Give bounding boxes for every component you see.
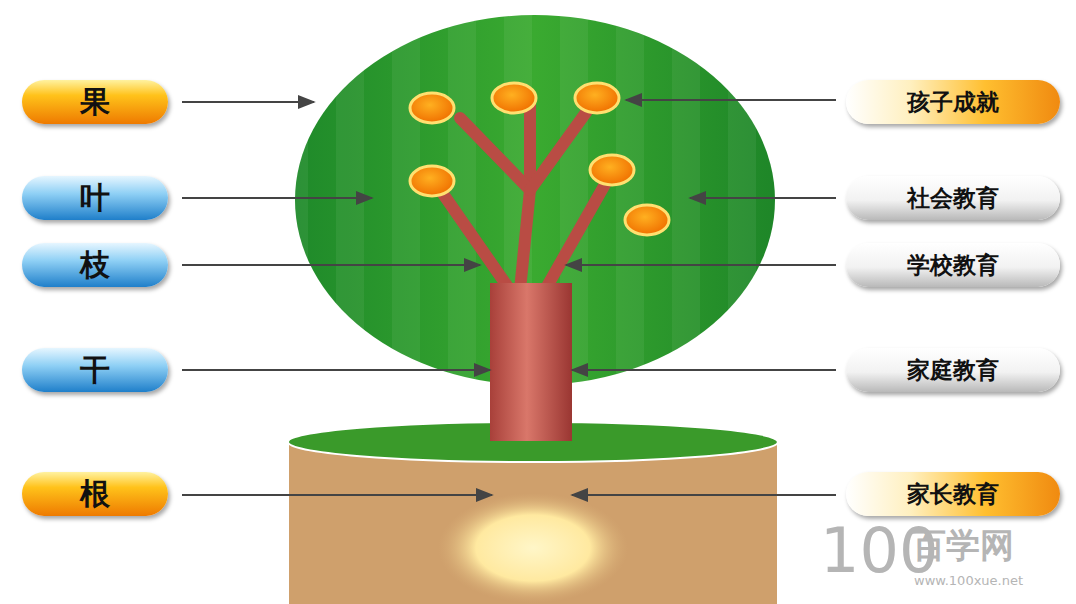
pill-label: 枝 [80, 245, 110, 286]
meaning-pill: 家长教育 [846, 472, 1060, 516]
meaning-pill: 家庭教育 [846, 348, 1060, 392]
pill-label: 叶 [80, 178, 110, 219]
pill-label: 家庭教育 [907, 355, 999, 386]
meaning-pill: 孩子成就 [846, 80, 1060, 124]
pill-label: 果 [80, 82, 110, 123]
part-pill: 枝 [22, 243, 168, 287]
pill-label: 社会教育 [907, 183, 999, 214]
pill-label: 家长教育 [907, 479, 999, 510]
part-pill: 叶 [22, 176, 168, 220]
part-pill: 果 [22, 80, 168, 124]
pill-label: 学校教育 [907, 250, 999, 281]
watermark-text: 百学网 [912, 528, 1014, 562]
pill-label: 孩子成就 [907, 87, 999, 118]
pill-label: 干 [80, 350, 110, 391]
pill-label: 根 [80, 474, 110, 515]
part-pill: 根 [22, 472, 168, 516]
meaning-pill: 学校教育 [846, 243, 1060, 287]
part-pill: 干 [22, 348, 168, 392]
watermark-url: www.100xue.net [914, 574, 1023, 587]
meaning-pill: 社会教育 [846, 176, 1060, 220]
